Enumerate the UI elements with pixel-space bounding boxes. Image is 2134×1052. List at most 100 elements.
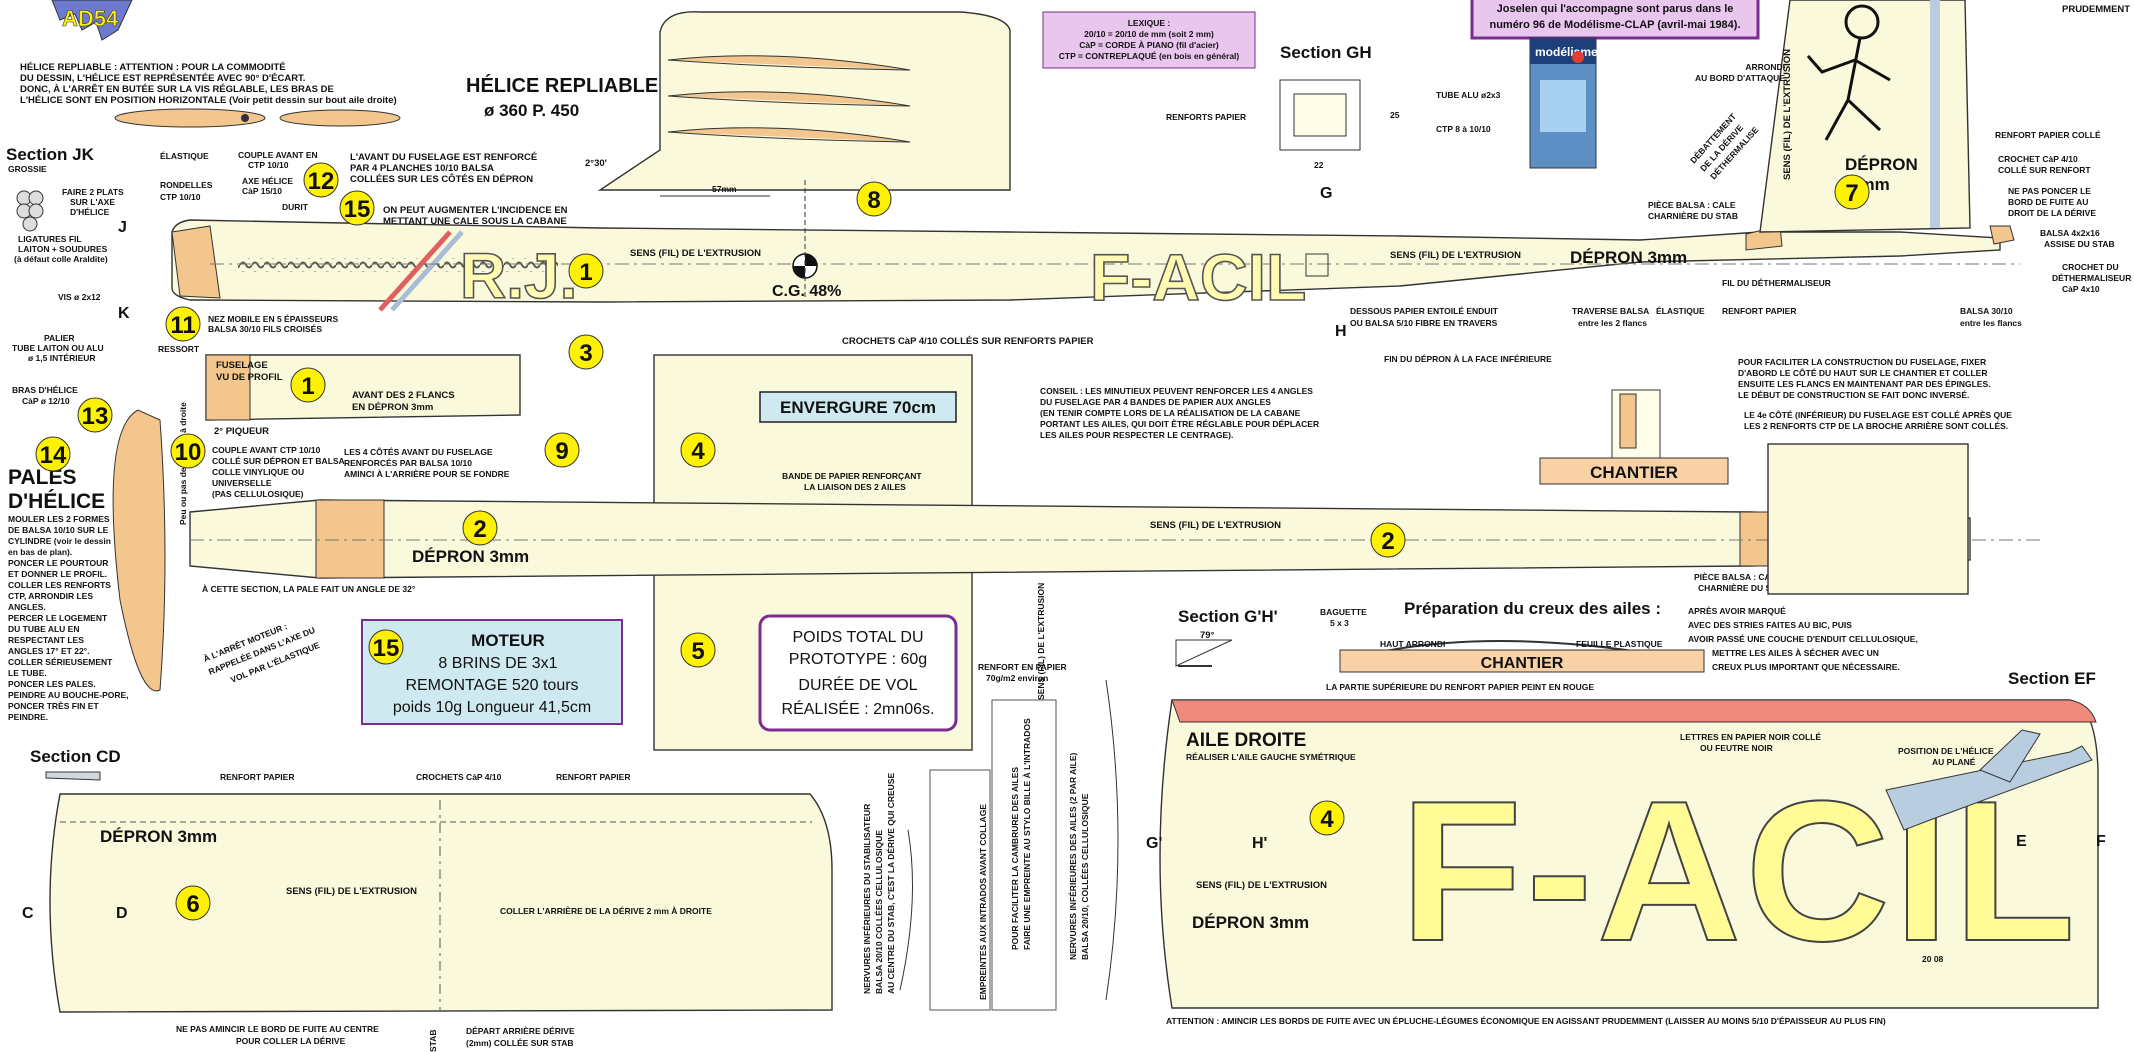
fuselage-depron-label: DÉPRON 3mm	[1570, 248, 1687, 267]
svg-text:MOULER LES 2 FORMES: MOULER LES 2 FORMES	[8, 514, 110, 524]
fin-depron-label: FIN DU DÉPRON À LA FACE INFÉRIEURE	[1384, 354, 1552, 364]
fuselage-profile-part: FUSELAGE VU DE PROFIL AVANT DES 2 FLANCS…	[205, 354, 521, 437]
svg-text:DE BALSA 10/10 SUR LE: DE BALSA 10/10 SUR LE	[8, 525, 109, 535]
aile-droite-part: LA PARTIE SUPÉRIEURE DU RENFORT PAPIER P…	[1146, 682, 2106, 1026]
part-number-4b: 4	[1309, 800, 1345, 836]
svg-text:ANGLES 17° ET 22°.: ANGLES 17° ET 22°.	[8, 646, 89, 656]
chantier-note-2: D'ABORD LE CÔTÉ DU HAUT SUR LE CHANTIER …	[1738, 367, 1987, 378]
svg-text:9: 9	[555, 438, 568, 465]
pales-title-2: D'HÉLICE	[8, 490, 105, 513]
ressort-label: RESSORT	[158, 344, 200, 354]
couple-top-4: UNIVERSELLE	[212, 478, 272, 488]
dessous-2: OU BALSA 5/10 FIBRE EN TRAVERS	[1350, 318, 1498, 328]
dessous-1: DESSOUS PAPIER ENTOILÉ ENDUIT	[1350, 306, 1499, 316]
nez-mobile-2: BALSA 30/10 FILS CROISÉS	[208, 324, 322, 334]
lexique-title: LEXIQUE :	[1128, 18, 1171, 28]
balsa-30-2: entre les flancs	[1960, 318, 2022, 328]
derive-part: DÉPRON 3mm ARRONDI AU BORD D'ATTAQUE REN…	[1688, 0, 2131, 294]
conseil-1: CONSEIL : LES MINUTIEUX PEUVENT RENFORCE…	[1040, 386, 1313, 396]
stab-coller: COLLER L'ARRIÈRE DE LA DÉRIVE 2 mm À DRO…	[500, 906, 712, 916]
baguette-2: 5 x 3	[1330, 618, 1349, 628]
svg-text:2: 2	[1381, 528, 1394, 555]
poids-line-2: PROTOTYPE : 60g	[789, 651, 927, 668]
top-view-sens: SENS (FIL) DE L'EXTRUSION	[1150, 520, 1281, 531]
section-j-marker: J	[118, 219, 127, 236]
helice-title: HÉLICE REPLIABLE	[466, 74, 658, 97]
avant-fus-1: L'AVANT DU FUSELAGE EST RENFORCÉ	[350, 152, 537, 163]
svg-text:PONCER LE POURTOUR: PONCER LE POURTOUR	[8, 558, 108, 568]
lexique-line-2: CàP = CORDE À PIANO (fil d'acier)	[1079, 40, 1219, 50]
part-number-2b: 2	[1370, 522, 1406, 558]
durit-label: DURIT	[282, 202, 309, 212]
conseil-3: (EN TENIR COMPTE LORS DE LA RÉALISATION …	[1040, 408, 1301, 418]
couple-avant-2: CTP 10/10	[248, 160, 289, 170]
svg-text:4: 4	[1320, 806, 1334, 833]
moteur-line-2: REMONTAGE 520 tours	[405, 677, 578, 694]
lexique-box: LEXIQUE : 20/10 = 20/10 de mm (soit 2 mm…	[1042, 11, 1256, 69]
nervures-stab-2: BALSA 20/10 COLLÉES CELLULOSIQUE	[874, 830, 884, 994]
couple-top-1: COUPLE AVANT CTP 10/10	[212, 445, 321, 455]
svg-text:COLLER SÉRIEUSEMENT: COLLER SÉRIEUSEMENT	[8, 657, 113, 667]
tail-elastique-label: ÉLASTIQUE	[1656, 306, 1705, 316]
part-number-3: 3	[568, 334, 604, 370]
svg-text:PONCER LES PALES.: PONCER LES PALES.	[8, 679, 96, 689]
arrondi-2: AU BORD D'ATTAQUE	[1695, 73, 1785, 83]
part-number-4a: 4	[680, 432, 716, 468]
ne-pas-poncer-1: NE PAS PONCER LE	[2008, 186, 2091, 196]
envergure-label: ENVERGURE 70cm	[780, 398, 936, 417]
part-number-6: 6	[175, 885, 211, 921]
svg-text:6: 6	[186, 891, 199, 918]
svg-text:CTP, ARRONDIR LES: CTP, ARRONDIR LES	[8, 591, 93, 601]
balsa-assise-2: ASSISE DU STAB	[2044, 239, 2115, 249]
section-ef-title: Section EF	[2008, 669, 2096, 688]
profil-avant-1: AVANT DES 2 FLANCS	[352, 390, 455, 401]
chantier-note-4: LE DÉBUT DE CONSTRUCTION SE FAIT DONC IN…	[1738, 390, 1969, 400]
ctp-gh-label: CTP 8 à 10/10	[1436, 124, 1491, 134]
haut-arrondi: HAUT ARRONDI	[1380, 639, 1445, 649]
fuselage-top-depron: DÉPRON 3mm	[412, 547, 529, 566]
feuille-plastique: FEUILLE PLASTIQUE	[1576, 639, 1663, 649]
tail-top-view	[1767, 443, 1969, 595]
renfort-colle-label: RENFORT PAPIER COLLÉ	[1995, 130, 2101, 140]
profil-label-1: FUSELAGE	[216, 360, 268, 371]
svg-text:CYLINDRE (voir le dessin: CYLINDRE (voir le dessin	[8, 536, 111, 546]
elastique-label: ÉLASTIQUE	[160, 151, 209, 161]
chantier-label-2: CHANTIER	[1481, 655, 1564, 672]
section-d-marker: D	[116, 905, 128, 922]
poids-line-1: POIDS TOTAL DU	[793, 629, 924, 646]
crochet-deth-3: CàP 4x10	[2062, 284, 2100, 294]
part-number-15a: 15	[339, 190, 375, 226]
moteur-line-1: 8 BRINS DE 3x1	[438, 655, 557, 672]
arrondi-1: ARRONDI	[1745, 62, 1785, 72]
fil-deth-label: FIL DU DÉTHERMALISEUR	[1722, 278, 1831, 288]
stab-crochets: CROCHETS CàP 4/10	[416, 772, 502, 782]
fuselage-sens-1: SENS (FIL) DE L'EXTRUSION	[630, 248, 761, 259]
stab-depart-1: DÉPART ARRIÈRE DÉRIVE	[466, 1026, 575, 1036]
couple-top-5: (PAS CELLULOSIQUE)	[212, 489, 304, 499]
faire-plats-3: D'HÉLICE	[70, 207, 110, 217]
helice-note-4: L'HÉLICE SONT EN POSITION HORIZONTALE (V…	[20, 95, 397, 106]
conseil-4: PORTANT LES AILES, QUI DOIT ÊTRE RÉGLABL…	[1040, 418, 1319, 429]
part-number-11: 11	[165, 306, 201, 342]
renforts-papier-label: RENFORTS PAPIER	[1166, 112, 1246, 122]
svg-text:5: 5	[691, 638, 704, 665]
avant-fus-3: COLLÉES SUR LES CÔTÉS EN DÉPRON	[350, 173, 533, 185]
apres-2: AVEC DES STRIES FAITES AU BIC, PUIS	[1688, 620, 1852, 630]
helice-dims: ø 360 P. 450	[484, 101, 579, 120]
section-gh-title: Section GH	[1280, 43, 1372, 62]
part-number-12: 12	[303, 162, 339, 198]
calage-2: METTANT UNE CALE SOUS LA CABANE	[383, 216, 567, 227]
conseil-2: DU FUSELAGE PAR 4 BANDES DE PAPIER AUX A…	[1040, 397, 1271, 407]
part-number-1a: 1	[568, 253, 604, 289]
profil-label-2: VU DE PROFIL	[216, 372, 283, 383]
svg-text:7: 7	[1845, 180, 1858, 207]
helice-repliable-section: HÉLICE REPLIABLE ø 360 P. 450 HÉLICE REP…	[20, 62, 658, 128]
chantier-note-1: POUR FACILITER LA CONSTRUCTION DU FUSELA…	[1738, 357, 1986, 367]
svg-text:1: 1	[579, 259, 592, 286]
stabilisateur-part: RENFORT PAPIER CROCHETS CàP 4/10 RENFORT…	[22, 772, 833, 1052]
fuselage-sens-2: SENS (FIL) DE L'EXTRUSION	[1390, 250, 1521, 261]
balsa-30-1: BALSA 30/10	[1960, 306, 2013, 316]
part-number-markers: 1 1 2 2 3 4 4 5 6 7 8 9 10 11 12 13 14 1…	[35, 162, 1870, 921]
wing-sens: SENS (FIL) DE L'EXTRUSION	[1196, 880, 1327, 891]
creux-title: Préparation du creux des ailes :	[1404, 599, 1661, 618]
